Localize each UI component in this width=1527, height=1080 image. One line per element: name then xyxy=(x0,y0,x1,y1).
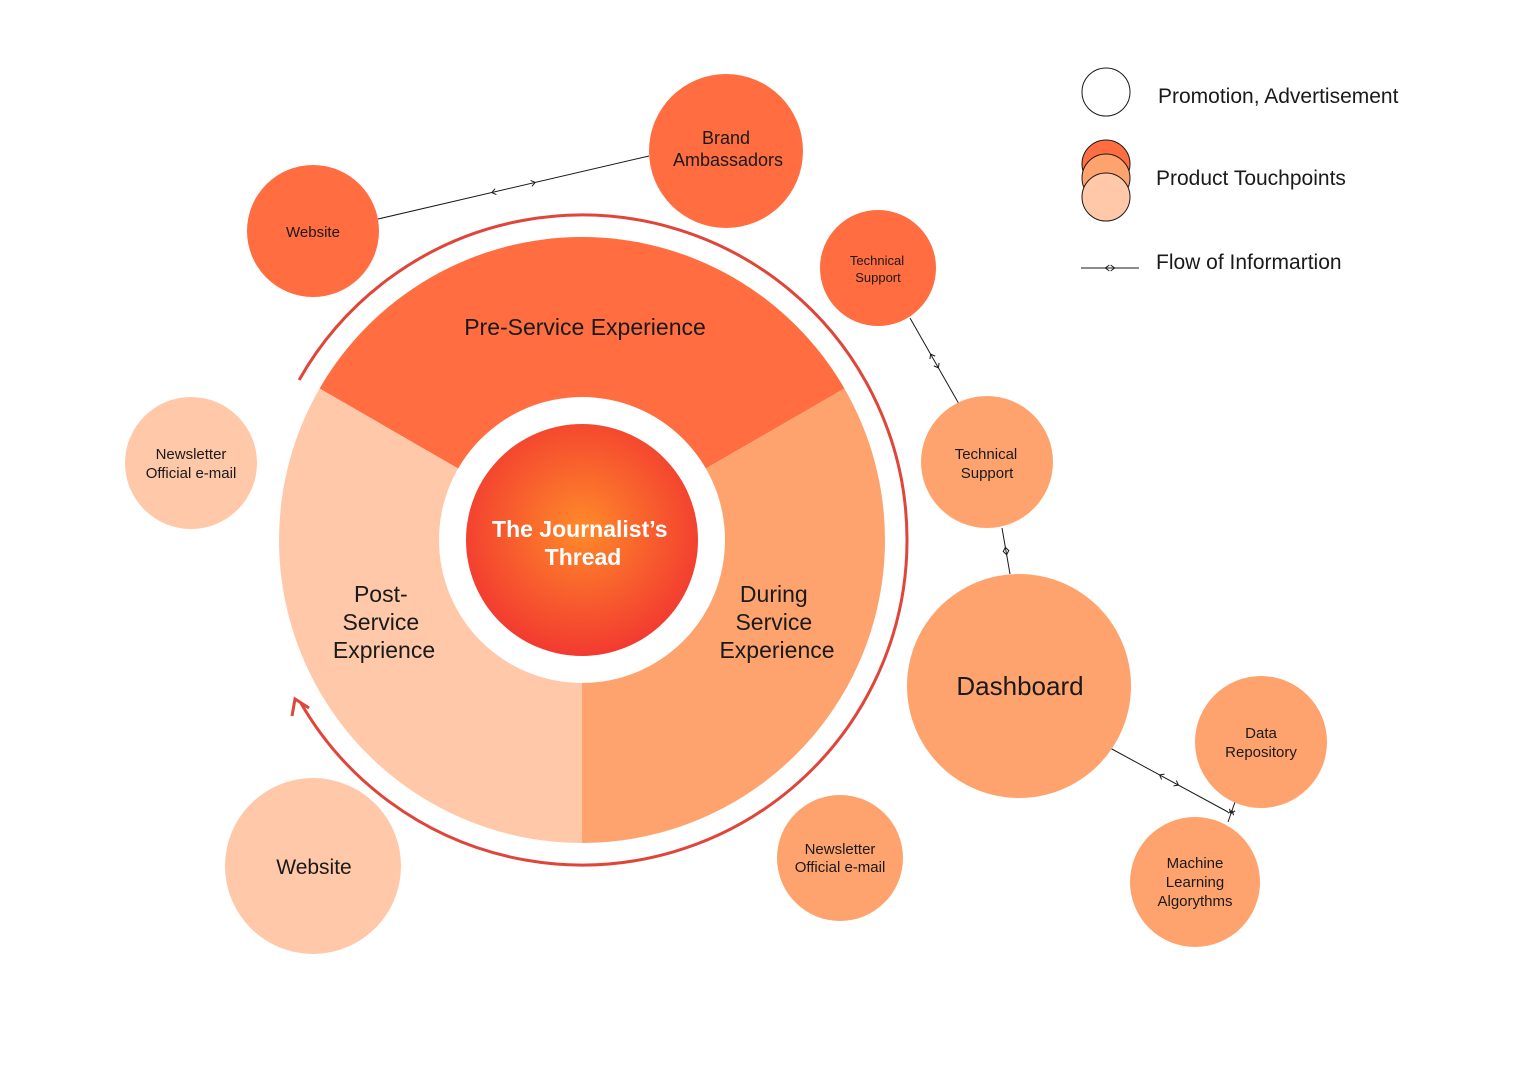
center-circle[interactable] xyxy=(466,424,698,656)
node-website-top[interactable]: Website xyxy=(247,165,379,297)
flow-arrow-icon xyxy=(1002,546,1010,553)
flow-support-support xyxy=(909,317,960,405)
node-website-bottom[interactable]: Website xyxy=(225,778,401,954)
segment-pre-label: Pre-Service Experience xyxy=(464,314,706,340)
flow-support-dashboard xyxy=(1001,527,1011,575)
cycle-arrowhead-icon xyxy=(290,696,310,717)
node-dashboard[interactable]: Dashboard xyxy=(907,574,1131,798)
legend-promotion-icon xyxy=(1081,67,1131,117)
legend-touchpoints-icon xyxy=(1081,139,1131,222)
information-flow-lines xyxy=(377,155,1236,823)
flow-arrow-icon xyxy=(1228,808,1236,815)
flow-arrow-icon xyxy=(933,362,940,369)
flow-arrow-icon xyxy=(1002,549,1010,556)
legend-flow-label: Flow of Informartion xyxy=(1156,251,1342,274)
flow-arrow-icon xyxy=(1158,773,1165,780)
flow-arrow-icon xyxy=(491,188,497,196)
legend: Promotion, Advertisement Product Touchpo… xyxy=(1081,67,1399,274)
flow-website-brand xyxy=(377,155,650,220)
flow-arrow-icon xyxy=(1173,780,1180,787)
segment-during-label: During Service Experience xyxy=(719,581,834,663)
flow-arrow-icon xyxy=(929,353,936,360)
flow-arrow-icon xyxy=(1227,809,1235,816)
flow-arrow-icon xyxy=(530,179,536,187)
legend-promotion-label: Promotion, Advertisement xyxy=(1158,85,1399,108)
cycle-arrow xyxy=(297,213,909,867)
legend-flow-icon xyxy=(1081,264,1139,272)
segment-post-label: Post- Service Exprience xyxy=(333,581,435,663)
flow-arrow-icon xyxy=(1104,264,1110,272)
flow-repository-ml xyxy=(1227,801,1236,823)
flow-arrow-icon xyxy=(1110,264,1116,272)
legend-touchpoints-label: Product Touchpoints xyxy=(1156,167,1346,190)
center-title: The Journalist’s Thread xyxy=(492,516,674,570)
flow-dashboard-ml xyxy=(1109,747,1229,813)
svg-text:Dashboard: Dashboard xyxy=(956,671,1083,701)
svg-text:Website: Website xyxy=(286,224,340,241)
svg-text:Website: Website xyxy=(276,856,351,879)
